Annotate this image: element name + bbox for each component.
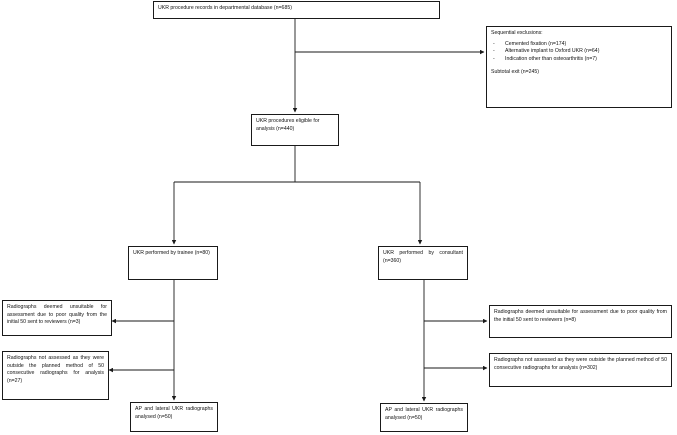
box-root: UKR procedure records in departmental da…: [153, 1, 440, 19]
box-trainee-analysed-text: AP and lateral UKR radiographs analysed …: [135, 406, 213, 420]
exclusions-subtotal: Subtotal exit (n=245): [491, 69, 540, 76]
box-consultant-text: UKR performed by consultant (n=360): [383, 250, 463, 264]
box-trainee-unsuitable: Radiographs deemed unsuitable for assess…: [2, 300, 112, 336]
box-trainee: UKR performed by trainee (n=80): [128, 246, 218, 280]
box-trainee-text: UKR performed by trainee (n=80): [133, 250, 210, 256]
box-consultant-not-assessed-text: Radiographs not assessed as they were ou…: [494, 357, 667, 371]
box-trainee-analysed: AP and lateral UKR radiographs analysed …: [130, 402, 218, 432]
exclusions-heading: Sequential exclusions:: [491, 30, 543, 36]
box-root-text: UKR procedure records in departmental da…: [158, 5, 292, 11]
box-trainee-not-assessed-text: Radiographs not assessed as they were ou…: [7, 355, 104, 384]
box-eligible-text: UKR procedures eligible for analysis (n=…: [256, 118, 320, 132]
box-consultant-unsuitable: Radiographs deemed unsuitable for assess…: [489, 305, 672, 338]
exclusions-list: Cemented fixation (n=174) Alternative im…: [491, 41, 667, 64]
box-eligible: UKR procedures eligible for analysis (n=…: [251, 114, 339, 146]
box-consultant-analysed: AP and lateral UKR radiographs analysed …: [380, 403, 468, 432]
box-consultant: UKR performed by consultant (n=360): [378, 246, 468, 280]
box-trainee-unsuitable-text: Radiographs deemed unsuitable for assess…: [7, 304, 107, 326]
box-consultant-analysed-text: AP and lateral UKR radiographs analysed …: [385, 407, 463, 421]
box-exclusions: Sequential exclusions: Cemented fixation…: [486, 26, 672, 108]
exclusion-item: Cemented fixation (n=174): [491, 41, 667, 49]
box-consultant-unsuitable-text: Radiographs deemed unsuitable for assess…: [494, 309, 667, 323]
box-trainee-not-assessed: Radiographs not assessed as they were ou…: [2, 351, 109, 400]
box-consultant-not-assessed: Radiographs not assessed as they were ou…: [489, 353, 672, 387]
exclusion-item: Alternative implant to Oxford UKR (n=64): [491, 48, 667, 56]
exclusion-item: Indication other than osteoarthritis (n=…: [491, 56, 667, 64]
